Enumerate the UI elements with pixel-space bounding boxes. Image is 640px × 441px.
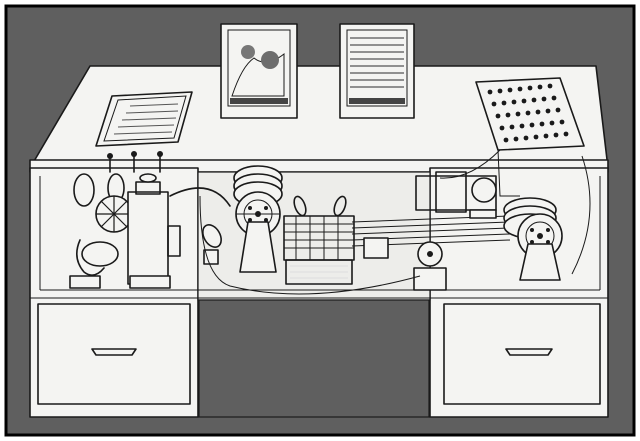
projector-mechanism (69, 173, 231, 289)
document-platen (95, 91, 193, 147)
left-drawer (37, 303, 191, 405)
center-cavity (197, 171, 431, 301)
viewing-screen-right (339, 23, 415, 119)
connecting-cables (199, 149, 591, 295)
keyboard-panel (475, 77, 585, 197)
right-drawer (443, 303, 601, 405)
right-motor-assembly (415, 171, 497, 219)
right-microfilm-reel (503, 197, 563, 281)
control-levers (107, 151, 163, 173)
left-drawer-handle (91, 348, 137, 356)
viewing-screen-left (220, 23, 298, 119)
center-small-motor (363, 237, 447, 291)
right-drawer-handle (505, 348, 553, 356)
knee-hole (198, 299, 430, 418)
keyboard-keys (487, 83, 569, 143)
lamp-housing (202, 224, 222, 265)
film-projection-head (283, 195, 355, 285)
